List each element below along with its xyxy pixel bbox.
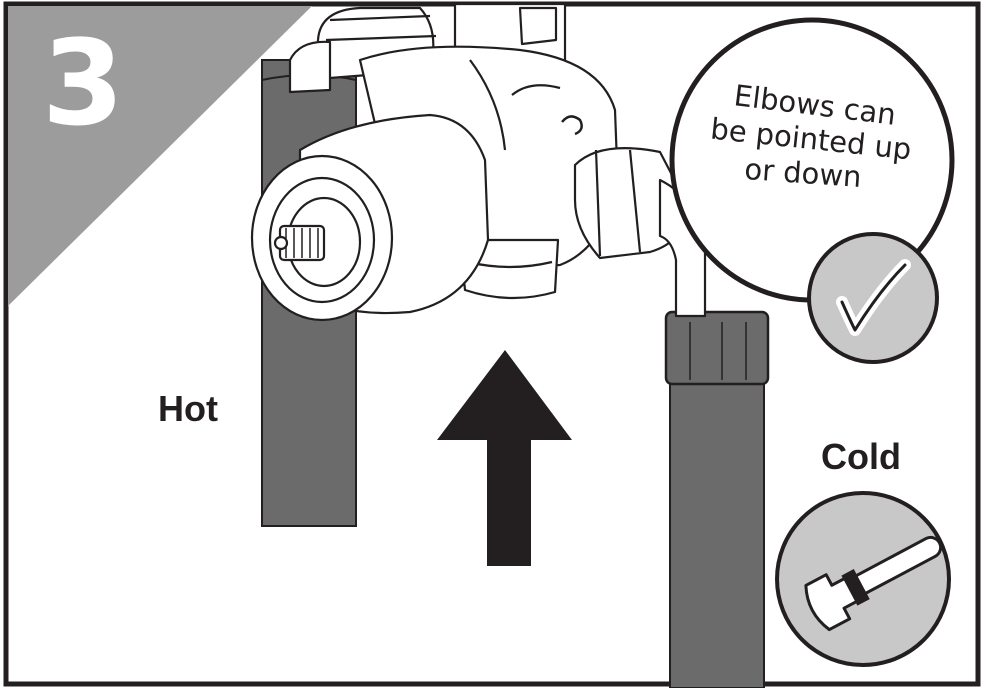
wrench-icon xyxy=(775,491,951,667)
step-badge xyxy=(8,6,312,306)
cold-label: Cold xyxy=(821,436,901,477)
cold-pipe xyxy=(664,310,770,688)
up-arrow-icon xyxy=(437,350,572,566)
hot-label: Hot xyxy=(158,388,218,429)
step-number: 3 xyxy=(41,14,125,152)
checkmark-icon xyxy=(807,232,939,364)
valve-body xyxy=(250,2,707,322)
callout-text: Elbows can be pointed up or down xyxy=(676,78,946,194)
